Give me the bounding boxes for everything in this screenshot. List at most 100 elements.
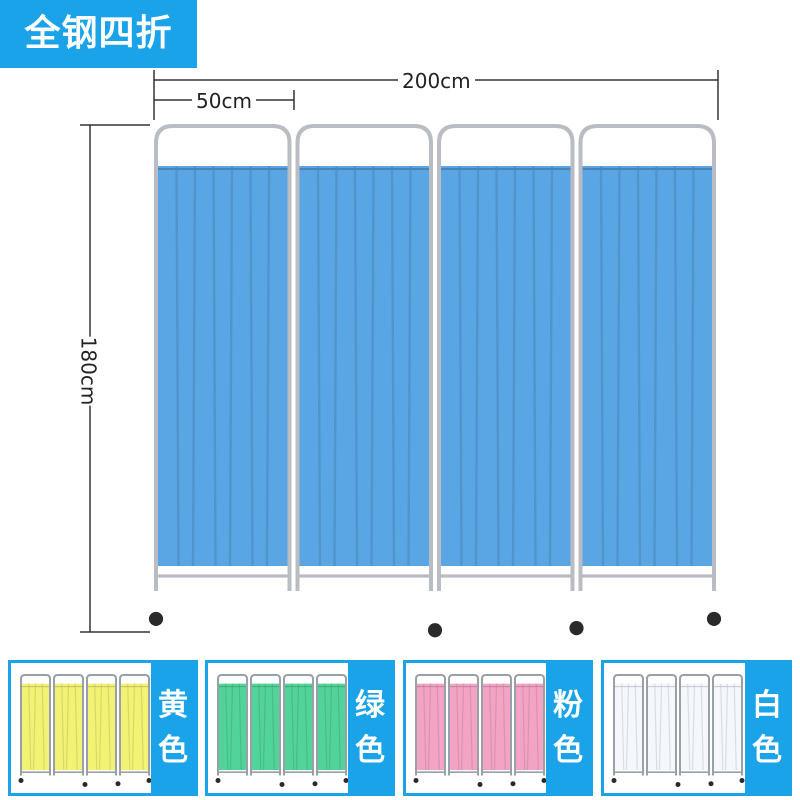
fabric-fold: [328, 683, 333, 771]
title-badge: 全钢四折: [0, 0, 197, 68]
fabric-fold: [673, 165, 679, 567]
frame: [613, 674, 644, 776]
fabric-fold: [474, 165, 480, 567]
mini-panels: [215, 674, 349, 787]
frame: [295, 124, 433, 591]
fabric: [299, 166, 429, 566]
frame: [437, 124, 575, 591]
variant-white[interactable]: 白 色: [601, 660, 792, 796]
fabric-fold: [667, 683, 671, 771]
screen-panels: [148, 124, 722, 638]
wheel: [569, 621, 584, 636]
wheel: [312, 781, 318, 787]
fabric-fold: [324, 683, 328, 771]
wheel: [477, 782, 483, 787]
fabric-fold: [502, 683, 506, 771]
fabric-fold: [370, 165, 375, 567]
height-label: 180cm: [76, 336, 101, 406]
screen-panel-2: [295, 124, 433, 591]
variant-screen-white: [611, 674, 745, 787]
fabric-fold: [65, 683, 70, 771]
screen-panel-2: [448, 674, 479, 776]
fabric-fold: [495, 165, 500, 567]
fabric-fold: [599, 165, 605, 567]
variant-green[interactable]: 绿 色: [205, 660, 395, 796]
screen-panel-2: [250, 674, 281, 776]
fabric-fold: [127, 683, 131, 771]
wheel: [706, 611, 722, 626]
screen-panel-3: [86, 674, 117, 776]
screen-panel-1: [154, 124, 292, 591]
frame: [86, 674, 117, 776]
screen-panel-3: [481, 674, 512, 776]
variant-label-white: 白 色: [745, 663, 789, 793]
fabric-fold: [291, 683, 295, 771]
wheel: [611, 778, 617, 783]
frame: [316, 674, 347, 776]
fabric-fold: [28, 683, 32, 771]
fabric-fold: [427, 683, 432, 771]
fabric-fold: [140, 683, 144, 771]
wheel: [146, 778, 152, 783]
fabric-fold: [61, 683, 65, 771]
frame: [283, 674, 314, 776]
wheel: [708, 781, 714, 787]
wheel: [675, 782, 681, 787]
fabric-fold: [636, 165, 642, 567]
wheel: [413, 778, 419, 783]
fabric-fold: [191, 165, 197, 567]
fabric: [158, 166, 288, 566]
wheel: [427, 623, 443, 638]
fabric-fold: [621, 683, 625, 771]
variant-label-bottom: 色: [355, 733, 385, 768]
screen-panel-4: [578, 124, 716, 591]
wheel: [541, 778, 547, 783]
fabric-fold: [337, 683, 341, 771]
fabric-fold: [691, 683, 696, 771]
wheel: [18, 778, 24, 783]
frame: [578, 124, 716, 591]
frame: [448, 674, 479, 776]
fabric-fold: [456, 683, 460, 771]
fabric-fold: [265, 165, 271, 567]
fabric-fold: [522, 683, 526, 771]
variant-screen-green: [215, 674, 349, 787]
frame: [646, 674, 677, 776]
variant-screen-yellow: [18, 674, 152, 787]
wheel: [739, 778, 745, 783]
fabric-fold: [98, 683, 103, 771]
fabric-fold: [653, 165, 658, 567]
mini-panels: [413, 674, 547, 787]
fabric-fold: [271, 683, 275, 771]
fabric-fold: [616, 165, 621, 567]
frame: [679, 674, 710, 776]
frame: [154, 124, 292, 591]
fabric-fold: [212, 165, 217, 567]
panel-width-label: 50cm: [192, 90, 256, 112]
fabric-fold: [238, 683, 242, 771]
screen-panel-4: [712, 674, 743, 776]
fabric-fold: [131, 683, 136, 771]
variant-label-bottom: 色: [752, 733, 782, 768]
fabric-fold: [548, 165, 554, 567]
main-screen-illustration: [80, 70, 722, 638]
variant-label-top: 粉: [553, 688, 583, 723]
frame: [119, 674, 150, 776]
variant-label-top: 黄: [158, 688, 188, 723]
screen-panel-3: [283, 674, 314, 776]
variant-label-pink: 粉 色: [546, 663, 590, 793]
fabric-fold: [634, 683, 638, 771]
fabric-fold: [304, 683, 308, 771]
fabric-fold: [654, 683, 658, 771]
fabric-fold: [175, 165, 180, 567]
screen-panel-1: [217, 674, 248, 776]
variant-label-yellow: 黄 色: [151, 663, 195, 793]
variant-pink[interactable]: 粉 色: [403, 660, 593, 796]
frame: [250, 674, 281, 776]
fabric-fold: [94, 683, 98, 771]
fabric-fold: [625, 683, 630, 771]
fabric-fold: [228, 165, 234, 567]
wheel: [279, 782, 285, 787]
frame: [217, 674, 248, 776]
variant-yellow[interactable]: 黄 色: [8, 660, 198, 796]
